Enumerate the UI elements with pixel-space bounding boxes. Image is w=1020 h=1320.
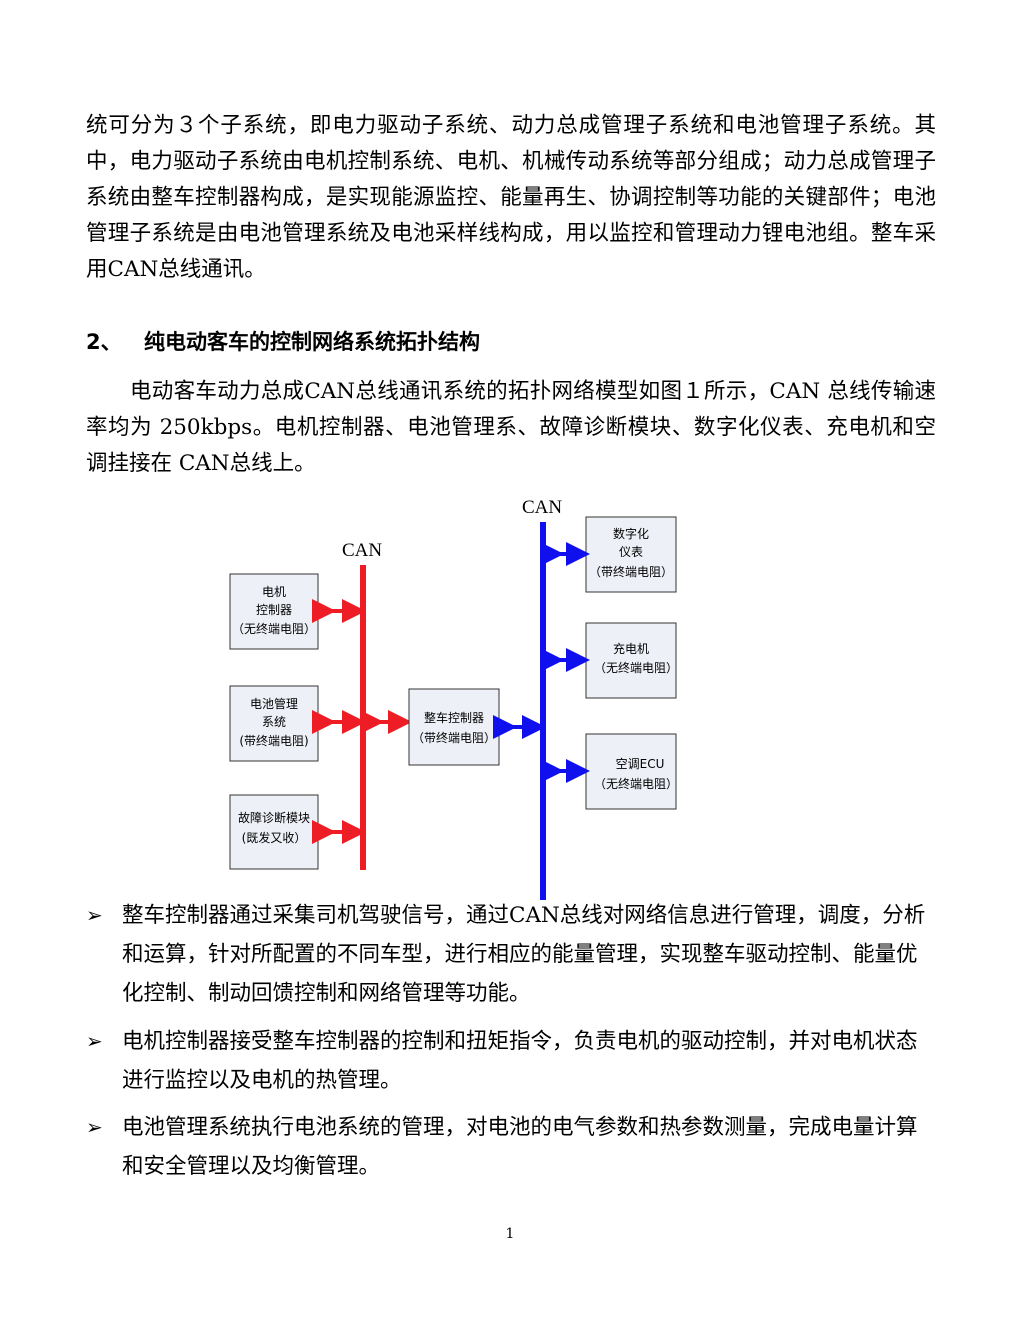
node-charger: 充电机 （无终端电阻） bbox=[585, 622, 678, 699]
node-motor-controller: 电机 控制器 （无终端电阻） bbox=[229, 573, 319, 650]
svg-text:故障诊断模块: 故障诊断模块 bbox=[238, 810, 310, 825]
section-number: 2、 bbox=[86, 330, 122, 354]
svg-text:（无终端电阻）: （无终端电阻） bbox=[232, 621, 316, 636]
section-heading: 2、纯电动客车的控制网络系统拓扑结构 bbox=[86, 326, 480, 356]
svg-text:系统: 系统 bbox=[262, 715, 286, 729]
bullet-item: ➢ 电机控制器接受整车控制器的控制和扭矩指令，负责电机的驱动控制，并对电机状态进… bbox=[86, 1022, 926, 1100]
svg-text:数字化: 数字化 bbox=[613, 526, 649, 541]
node-air-conditioner-ecu: 空调ECU （无终端电阻） bbox=[585, 733, 678, 810]
can-right-label: CAN bbox=[522, 497, 562, 518]
svg-text:电池管理: 电池管理 bbox=[250, 696, 298, 711]
node-battery-management: 电池管理 系统 (带终端电阻) bbox=[229, 685, 319, 762]
node-digital-instrument: 数字化 仪表 （带终端电阻） bbox=[585, 516, 677, 593]
bullet-arrow-icon: ➢ bbox=[86, 903, 103, 927]
svg-text:仪表: 仪表 bbox=[619, 545, 643, 559]
bullet-text: 电机控制器接受整车控制器的控制和扭矩指令，负责电机的驱动控制，并对电机状态进行监… bbox=[122, 1029, 918, 1093]
svg-text:（无终端电阻）: （无终端电阻） bbox=[594, 776, 678, 791]
svg-text:整车控制器: 整车控制器 bbox=[424, 710, 484, 725]
node-vehicle-controller: 整车控制器 （带终端电阻） bbox=[408, 688, 500, 766]
bullet-arrow-icon: ➢ bbox=[86, 1029, 103, 1053]
node-fault-diagnosis: 故障诊断模块 (既发又收） bbox=[229, 794, 319, 870]
svg-text:（无终端电阻）: （无终端电阻） bbox=[594, 660, 678, 675]
svg-text:电机: 电机 bbox=[262, 585, 286, 599]
bullet-arrow-icon: ➢ bbox=[86, 1115, 103, 1139]
bullet-item: ➢ 电池管理系统执行电池系统的管理，对电池的电气参数和热参数测量，完成电量计算和… bbox=[86, 1108, 926, 1186]
svg-text:空调ECU: 空调ECU bbox=[616, 757, 665, 771]
svg-text:控制器: 控制器 bbox=[256, 603, 292, 617]
topology-paragraph: 电动客车动力总成CAN总线通讯系统的拓扑网络模型如图１所示，CAN 总线传输速率… bbox=[86, 379, 936, 476]
svg-text:（带终端电阻）: （带终端电阻） bbox=[412, 730, 496, 745]
can-left-label: CAN bbox=[342, 540, 382, 561]
bullet-item: ➢ 整车控制器通过采集司机驾驶信号，通过CAN总线对网络信息进行管理，调度，分析… bbox=[86, 896, 926, 1013]
svg-text:(带终端电阻): (带终端电阻) bbox=[239, 733, 308, 748]
svg-text:(既发又收）: (既发又收） bbox=[242, 830, 307, 845]
section-title: 纯电动客车的控制网络系统拓扑结构 bbox=[144, 330, 480, 354]
bullet-text: 整车控制器通过采集司机驾驶信号，通过CAN总线对网络信息进行管理，调度，分析和运… bbox=[122, 903, 926, 1006]
page-number: 1 bbox=[505, 1226, 515, 1242]
intro-paragraph: 统可分为３个子系统，即电力驱动子系统、动力总成管理子系统和电池管理子系统。其中，… bbox=[86, 113, 936, 282]
svg-text:充电机: 充电机 bbox=[613, 641, 649, 656]
can-topology-diagram: CAN CAN 电机 控制器 （无终端电阻） 电池管理 系统 (带终端电阻) 故… bbox=[229, 497, 678, 900]
bullet-text: 电池管理系统执行电池系统的管理，对电池的电气参数和热参数测量，完成电量计算和安全… bbox=[122, 1115, 918, 1179]
svg-text:（带终端电阻）: （带终端电阻） bbox=[589, 564, 673, 579]
